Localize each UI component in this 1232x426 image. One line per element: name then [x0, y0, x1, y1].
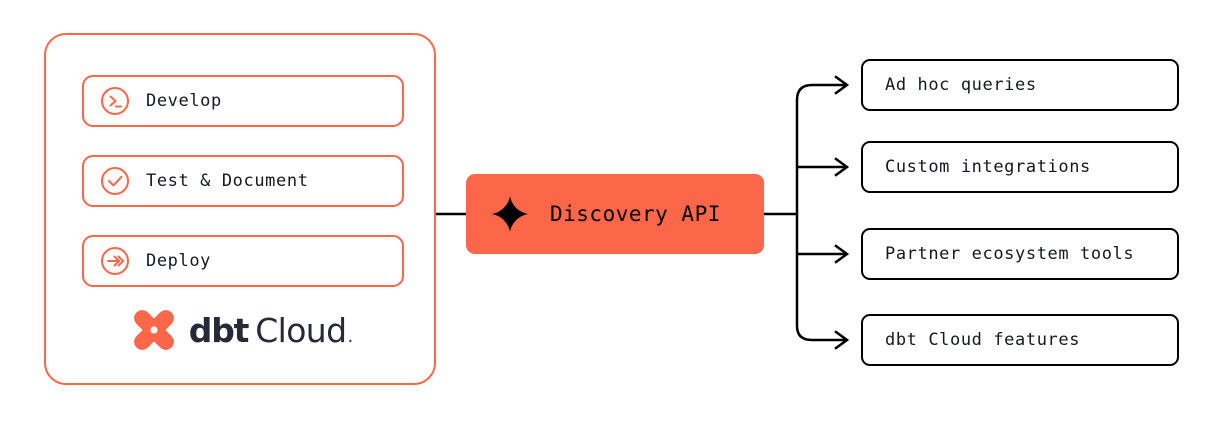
double-chevron-right-icon: [101, 247, 129, 275]
arrowhead-1: [834, 75, 850, 95]
wordmark-period: .: [347, 325, 354, 347]
stage-label-deploy: Deploy: [146, 251, 212, 271]
discovery-api-node[interactable]: Discovery API: [466, 174, 764, 254]
stage-item-test-document[interactable]: Test & Document: [82, 155, 404, 207]
arrowhead-4: [834, 330, 850, 350]
stage-item-develop[interactable]: Develop: [82, 75, 404, 127]
dbt-cloud-wordmark: dbt Cloud .: [189, 314, 353, 347]
terminal-prompt-icon: [101, 87, 129, 115]
connector-branch-4: [795, 325, 845, 342]
output-box-ad-hoc-queries[interactable]: Ad hoc queries: [861, 59, 1179, 111]
output-box-partner-ecosystem-tools[interactable]: Partner ecosystem tools: [861, 228, 1179, 280]
output-label-custom-integrations: Custom integrations: [885, 157, 1091, 177]
output-box-dbt-cloud-features[interactable]: dbt Cloud features: [861, 314, 1179, 366]
sparkle-star-icon: [492, 196, 528, 232]
dbt-cloud-logo: dbt Cloud .: [46, 307, 438, 353]
output-box-custom-integrations[interactable]: Custom integrations: [861, 141, 1179, 193]
stage-label-develop: Develop: [146, 91, 222, 111]
output-label-ad-hoc-queries: Ad hoc queries: [885, 75, 1037, 95]
dbt-logo-mark-icon: [133, 310, 174, 350]
wordmark-dbt: dbt: [188, 310, 250, 350]
output-label-dbt-cloud-features: dbt Cloud features: [885, 330, 1081, 350]
stage-item-deploy[interactable]: Deploy: [82, 235, 404, 287]
arrowhead-3: [834, 244, 850, 264]
arrowhead-2: [834, 157, 850, 177]
wordmark-cloud: Cloud: [255, 310, 347, 350]
dbt-cloud-container: Develop Test & Document Deploy: [44, 33, 436, 385]
check-circle-icon: [101, 167, 129, 195]
discovery-api-label: Discovery API: [550, 202, 721, 226]
stage-label-test-document: Test & Document: [146, 171, 309, 191]
connector-branch-1: [795, 83, 845, 101]
output-label-partner-ecosystem-tools: Partner ecosystem tools: [885, 244, 1135, 264]
